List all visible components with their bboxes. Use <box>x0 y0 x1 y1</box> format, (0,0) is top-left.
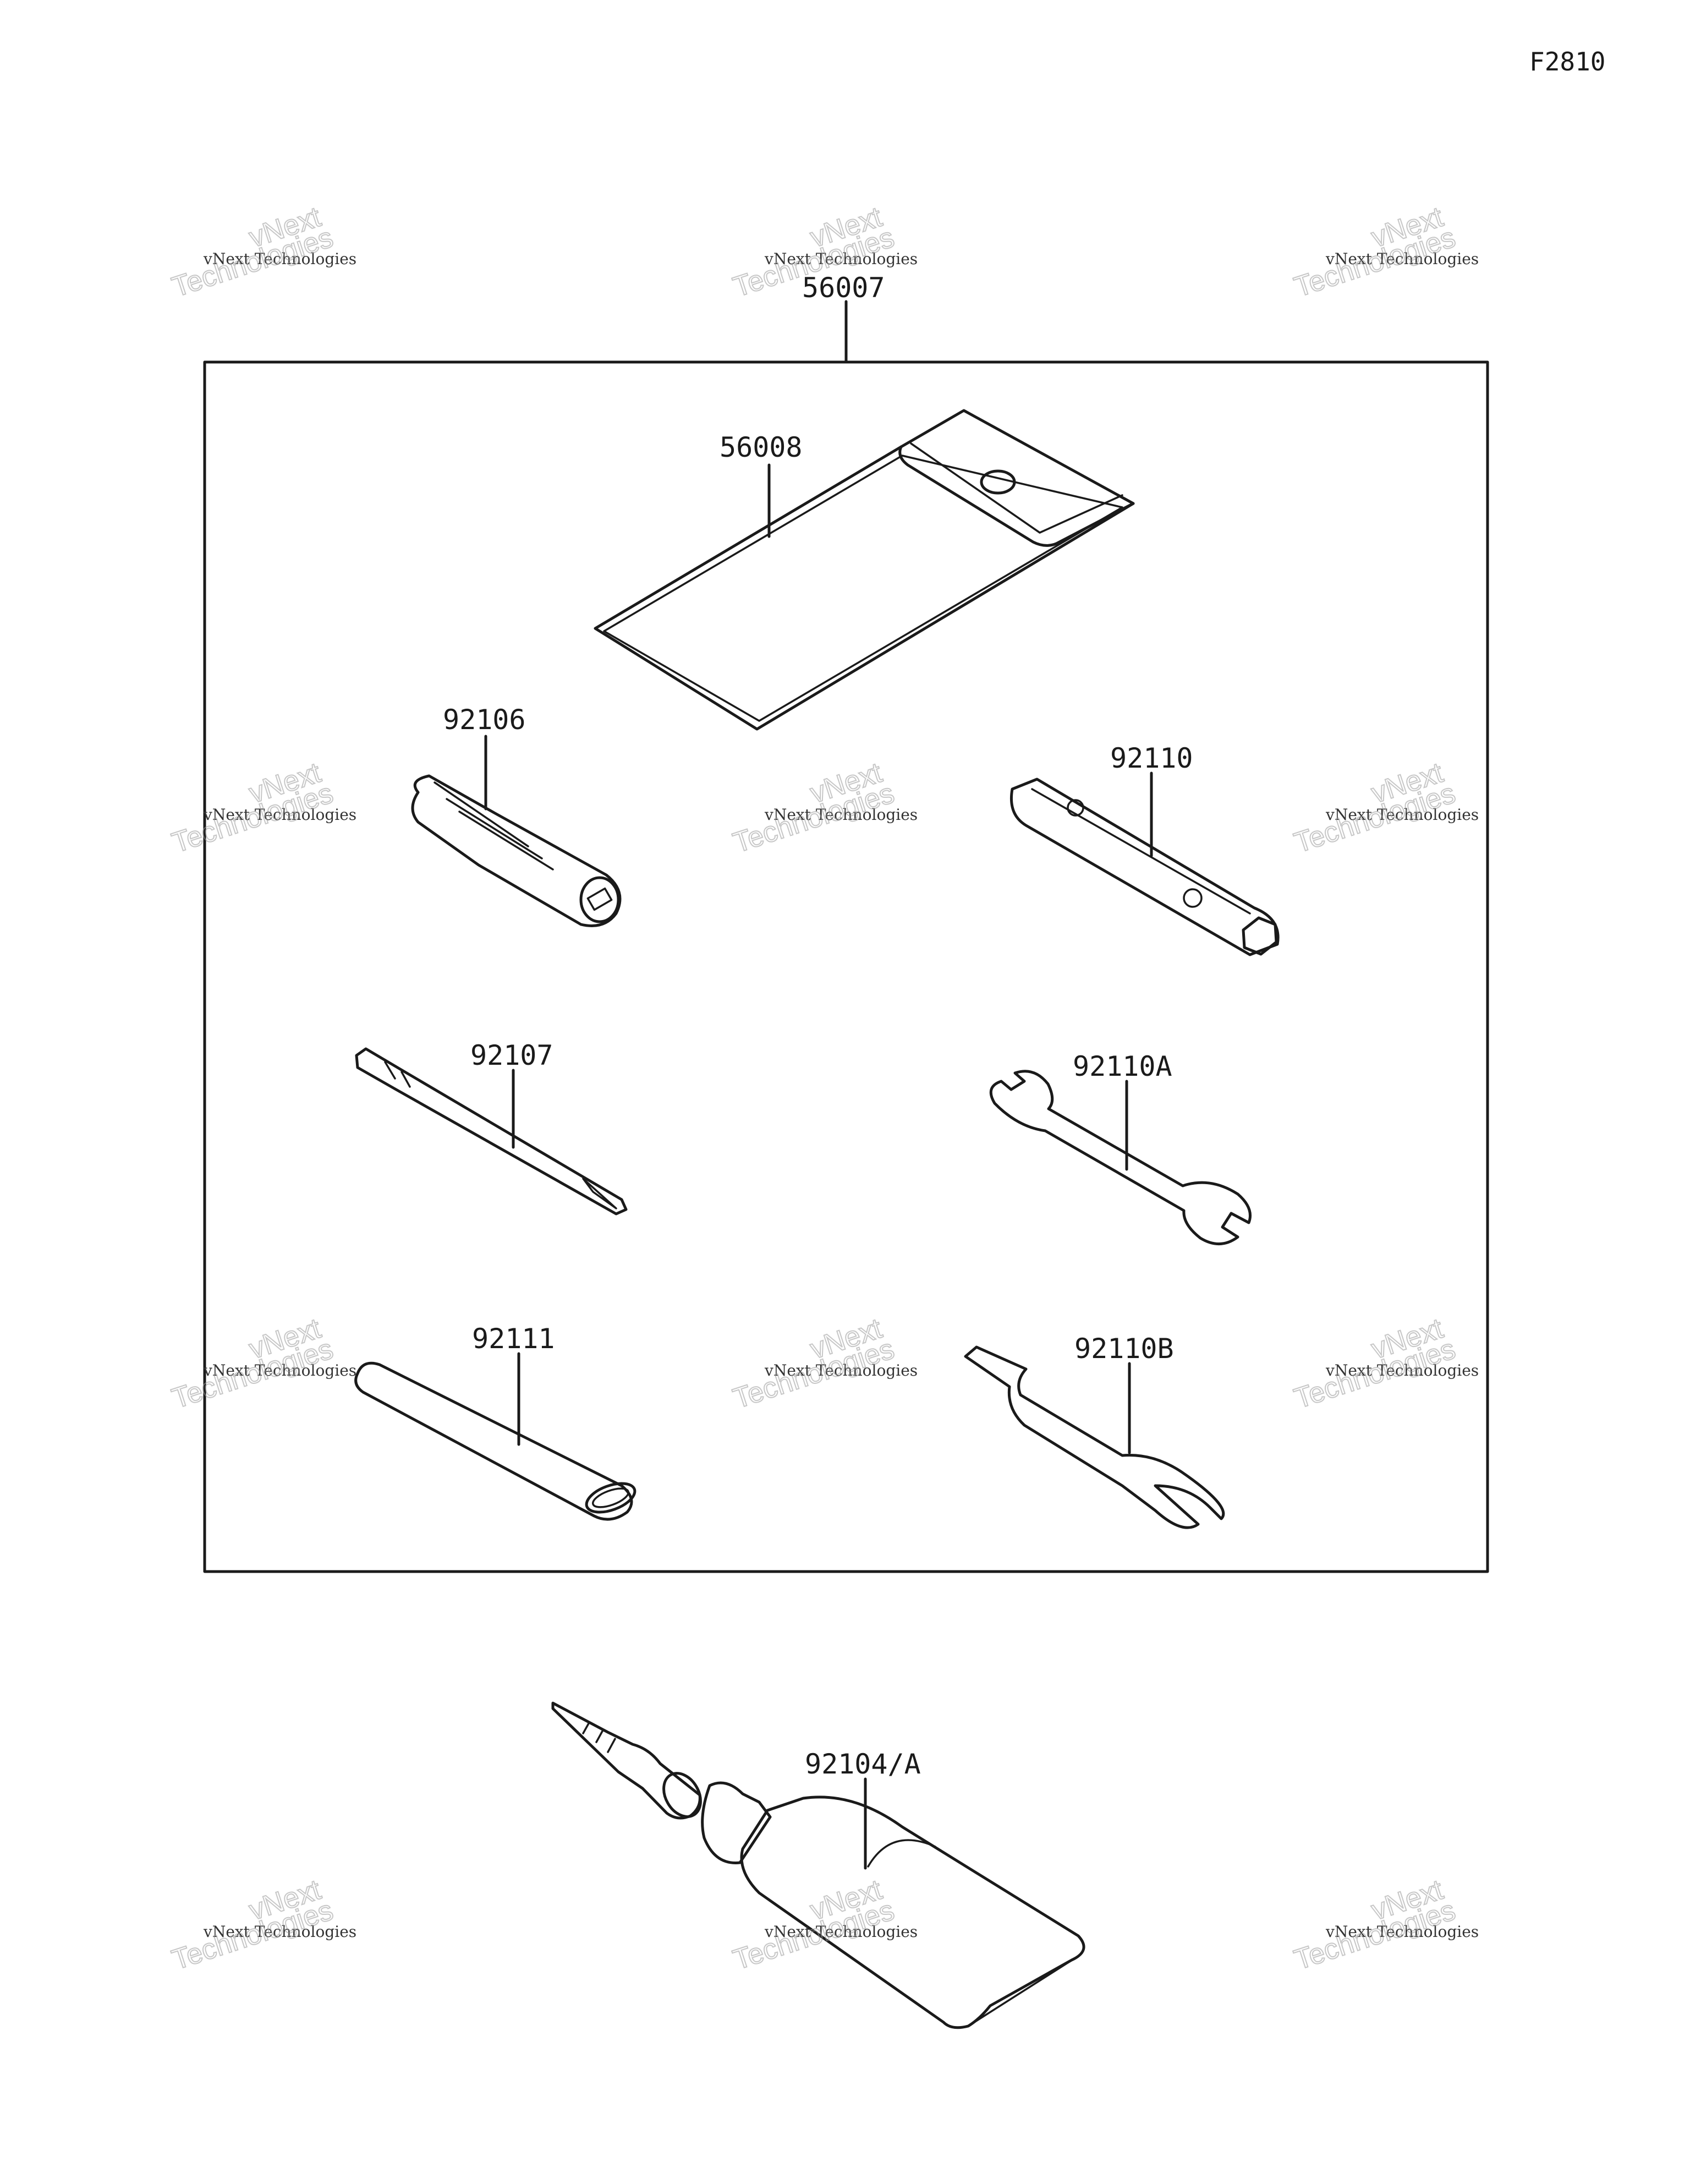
label-56008: 56008 <box>720 431 803 463</box>
svg-text:vNext Technologies: vNext Technologies <box>203 806 356 824</box>
label-92111: 92111 <box>472 1323 555 1355</box>
svg-text:vNext Technologies: vNext Technologies <box>764 1361 918 1380</box>
svg-text:vNext Technologies: vNext Technologies <box>1325 250 1479 268</box>
label-92110: 92110 <box>1110 742 1193 774</box>
label-92107: 92107 <box>470 1039 553 1071</box>
svg-text:vNext Technologies: vNext Technologies <box>1325 806 1479 824</box>
svg-text:vNext Technologies: vNext Technologies <box>764 1923 918 1941</box>
figure-code: F2810 <box>1529 47 1605 76</box>
hook-wrench-92110B <box>964 1345 1225 1529</box>
svg-text:vNext Technologies: vNext Technologies <box>203 1361 356 1380</box>
label-56007: 56007 <box>802 272 885 304</box>
extension-92111 <box>354 1361 637 1521</box>
label-92110A: 92110A <box>1073 1050 1172 1082</box>
plug-wrench-92110 <box>1009 778 1280 956</box>
handle-92106 <box>411 774 622 927</box>
label-92104A: 92104/A <box>805 1748 921 1780</box>
screwdriver-92107 <box>355 1047 628 1216</box>
svg-text:vNext Technologies: vNext Technologies <box>1325 1361 1479 1380</box>
svg-text:vNext Technologies: vNext Technologies <box>203 1923 356 1941</box>
label-92106: 92106 <box>443 704 526 736</box>
svg-text:vNext Technologies: vNext Technologies <box>764 806 918 824</box>
open-wrench-92110A <box>989 1070 1252 1245</box>
grease-tube-92104A <box>551 1701 1085 2029</box>
watermark: vNext Technologies vNext Technologies vN… <box>168 200 1479 1977</box>
label-92110B: 92110B <box>1074 1333 1174 1365</box>
svg-text:vNext Technologies: vNext Technologies <box>764 250 918 268</box>
tool-pouch-56008 <box>594 409 1135 731</box>
svg-text:vNext Technologies: vNext Technologies <box>1325 1923 1479 1941</box>
svg-text:vNext Technologies: vNext Technologies <box>203 250 356 268</box>
